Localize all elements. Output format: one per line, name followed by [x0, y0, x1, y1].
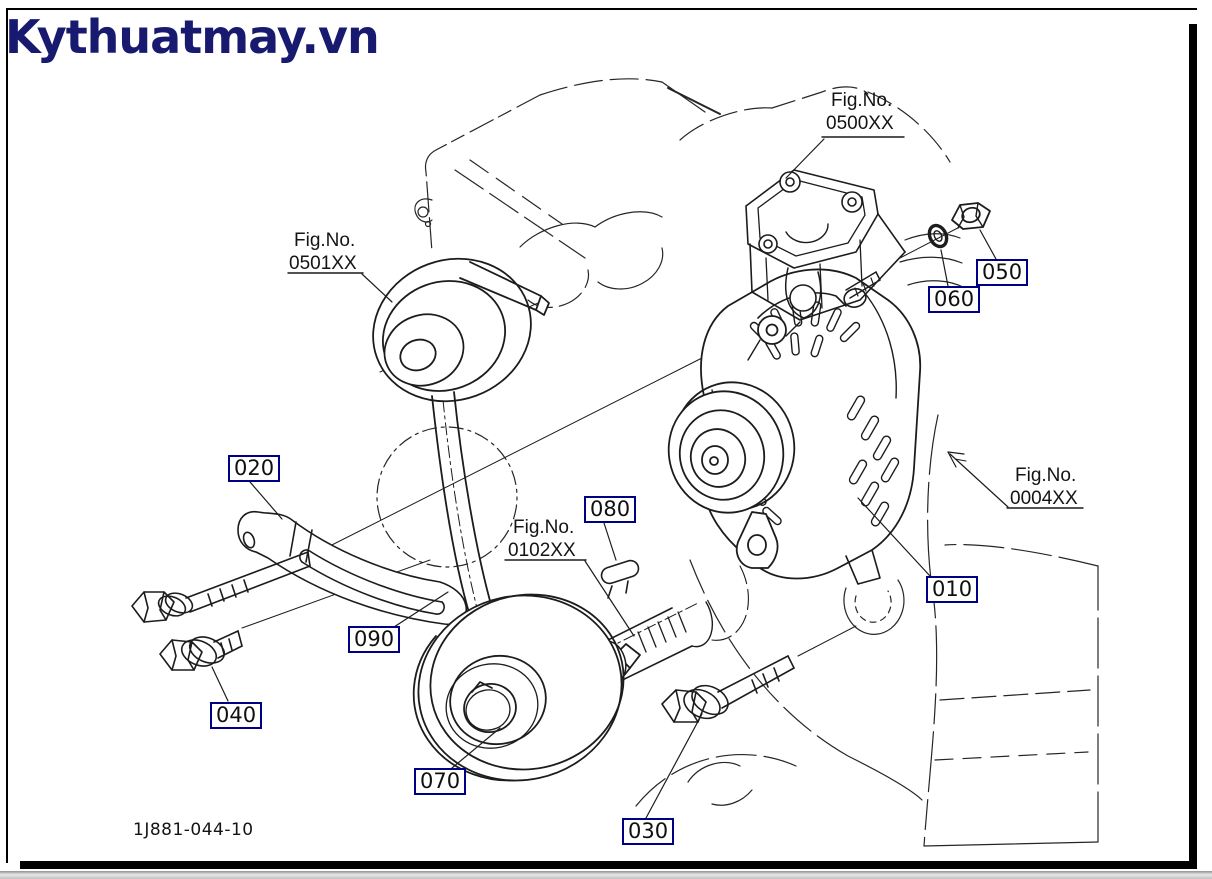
figref-title: Fig.No. — [1015, 465, 1077, 486]
horizontal-scrollbar[interactable] — [0, 871, 1212, 879]
bolt-030-drawing — [662, 626, 856, 724]
callout-080[interactable]: 080 — [584, 496, 637, 523]
figref-0102[interactable]: Fig.No. 0102XX — [508, 516, 576, 562]
figref-title: Fig.No. — [831, 90, 893, 111]
figref-title: Fig.No. — [294, 230, 356, 251]
nut-050-drawing — [952, 203, 990, 229]
mount-bracket-drawing — [746, 170, 905, 320]
page-border-right — [1189, 24, 1197, 869]
figref-number: 0102XX — [508, 540, 576, 561]
figref-number: 0501XX — [289, 253, 357, 274]
vent-slots-side — [846, 395, 900, 528]
callout-090[interactable]: 090 — [348, 626, 401, 653]
woodruff-key-drawing — [599, 559, 640, 598]
leader-lines — [212, 137, 1083, 818]
alternator-drawing — [654, 269, 920, 584]
watermark-logo: Kythuatmay.vn — [5, 10, 380, 64]
callout-020[interactable]: 020 — [228, 455, 281, 482]
page-border-top — [6, 8, 1197, 10]
adjust-bracket-drawing — [238, 512, 466, 625]
callout-010[interactable]: 010 — [926, 576, 979, 603]
callout-040[interactable]: 040 — [210, 702, 263, 729]
pivot-bolt-drawing — [132, 552, 310, 622]
bolt-040-drawing — [160, 631, 242, 671]
figref-0501[interactable]: Fig.No. 0501XX — [289, 229, 357, 275]
callout-030[interactable]: 030 — [622, 818, 675, 845]
figref-number: 0004XX — [1010, 488, 1078, 509]
page-border-bottom — [20, 861, 1197, 869]
washer-060-drawing — [926, 223, 950, 250]
drawing-number: 1J881-044-10 — [133, 820, 254, 840]
figref-number: 0500XX — [826, 113, 894, 134]
figref-title: Fig.No. — [513, 517, 575, 538]
engine-outline-drawing — [377, 79, 1098, 846]
crank-pulley-drawing — [401, 566, 748, 799]
page-border-left — [6, 8, 8, 863]
figref-0004[interactable]: Fig.No. 0004XX — [1010, 464, 1078, 510]
fan-pulley-drawing — [353, 237, 551, 423]
callout-060[interactable]: 060 — [928, 286, 981, 313]
callout-050[interactable]: 050 — [976, 259, 1029, 286]
figref-0500[interactable]: Fig.No. 0500XX — [826, 89, 894, 135]
callout-070[interactable]: 070 — [414, 768, 467, 795]
